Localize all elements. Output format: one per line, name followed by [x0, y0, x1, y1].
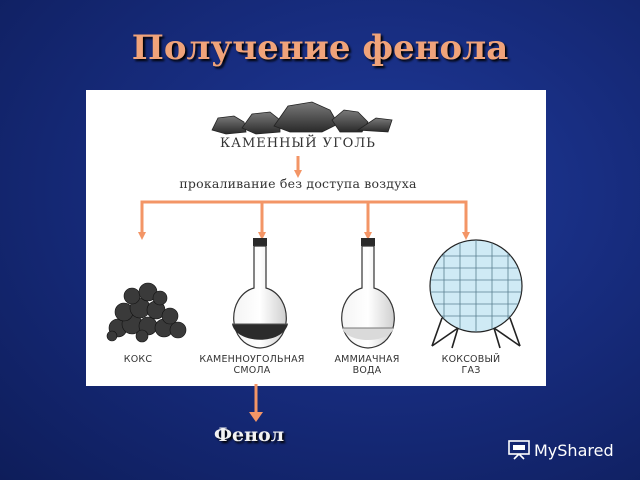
final-product-label: Фенол	[214, 424, 285, 446]
arrow-distribution-bar	[140, 200, 468, 236]
product-label-coke: КОКС	[123, 354, 153, 365]
gas-holder-illustration	[429, 239, 523, 349]
process-arrows	[138, 156, 470, 240]
coke-illustration	[106, 282, 187, 343]
source-label: КАМЕННЫЙ УГОЛЬ	[220, 136, 376, 151]
tar-flask-illustration	[232, 238, 288, 349]
product-label-tar: КАМЕННОУГОЛЬНАЯ СМОЛА	[199, 354, 305, 376]
product-label-ammonia: АММИАЧНАЯ ВОДА	[334, 354, 400, 376]
presentation-icon	[508, 440, 530, 460]
watermark: MyShared	[508, 440, 614, 460]
arrow-to-phenol	[249, 384, 263, 422]
watermark-text: MyShared	[534, 440, 614, 460]
diagram-panel: КАМЕННЫЙ УГОЛЬ прокаливание без доступа …	[86, 90, 546, 386]
ammonia-flask-illustration	[341, 238, 395, 349]
process-label: прокаливание без доступа воздуха	[179, 176, 417, 191]
product-label-gas: КОКСОВЫЙ ГАЗ	[441, 354, 501, 376]
coal-illustration	[211, 101, 393, 135]
diagram-graphics	[106, 101, 523, 349]
slide-title: Получение фенола	[131, 28, 509, 68]
